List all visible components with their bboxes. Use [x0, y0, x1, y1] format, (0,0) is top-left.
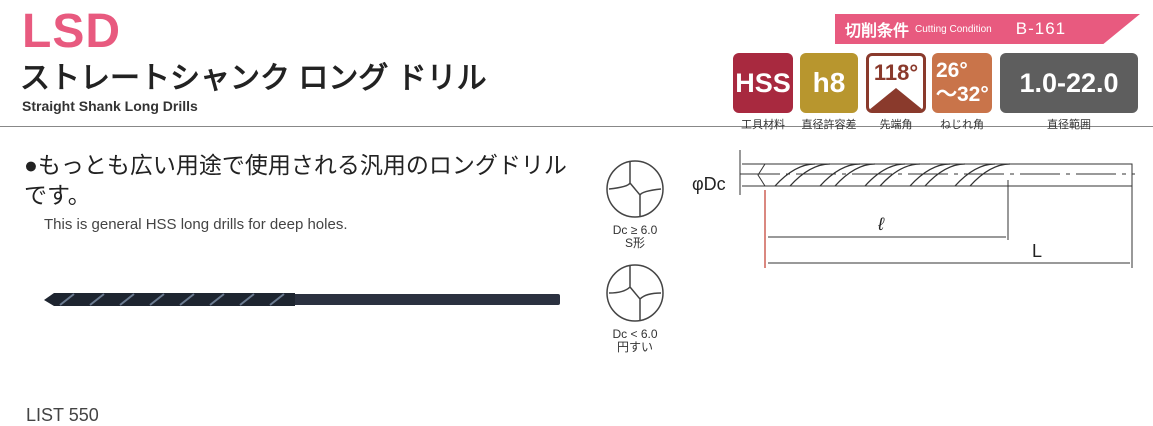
badge-tolerance: h8: [800, 53, 858, 113]
product-title-jp: ストレートシャンク ロング ドリル: [20, 62, 487, 95]
badge-label: 直径範囲: [1047, 119, 1091, 131]
cutting-condition-link[interactable]: 切削条件 Cutting Condition B-161: [835, 14, 1140, 44]
overall-length-label: L: [1032, 241, 1043, 261]
diameter-range-value: 1.0-22.0: [1019, 67, 1119, 98]
page-number: LIST 550: [26, 405, 99, 425]
flute-length-label: ℓ: [878, 214, 884, 234]
badge-label: 工具材料: [741, 119, 785, 131]
cutting-ref: B-161: [1015, 19, 1067, 38]
cross-section-s-type-icon: [606, 160, 664, 218]
badge-point-angle: 118°: [866, 53, 926, 113]
badge-label: ねじれ角: [940, 119, 984, 131]
section-type: S形: [624, 236, 645, 250]
section-condition: Dc ≥ 6.0: [612, 223, 658, 237]
badge-point-angle-value: 118°: [873, 60, 919, 85]
product-code: LSD: [22, 5, 121, 58]
badge-material: HSS: [733, 53, 793, 113]
section-condition: Dc < 6.0: [612, 327, 658, 341]
drill-dimension-diagram: [739, 150, 1135, 268]
cross-section-cone-icon: [606, 264, 664, 322]
helix-bottom: ～32°: [936, 83, 989, 106]
badge-label: 直径許容差: [801, 119, 857, 131]
badge-tolerance-value: h8: [812, 67, 846, 98]
helix-top: 26°: [936, 59, 968, 82]
cutting-label-en: Cutting Condition: [915, 23, 992, 35]
feature-english: This is general HSS long drills for deep…: [44, 216, 348, 233]
badge-helix-angle: 26°～32°: [932, 53, 992, 113]
section-type: 円すい: [616, 340, 653, 354]
badge-label: 先端角: [879, 119, 913, 131]
product-title-en: Straight Shank Long Drills: [22, 98, 198, 114]
diameter-label: φDc: [692, 174, 726, 194]
drill-photo: [44, 293, 560, 306]
cutting-label-jp: 切削条件: [845, 23, 910, 40]
badge-diameter-range: 1.0-22.0: [1000, 53, 1138, 113]
divider: [0, 126, 1153, 127]
badge-material-value: HSS: [735, 67, 791, 98]
point-angle-icon: [869, 88, 923, 110]
feature-bullet: ●もっとも広い用途で使用される汎用のロングドリルです。: [24, 152, 567, 208]
